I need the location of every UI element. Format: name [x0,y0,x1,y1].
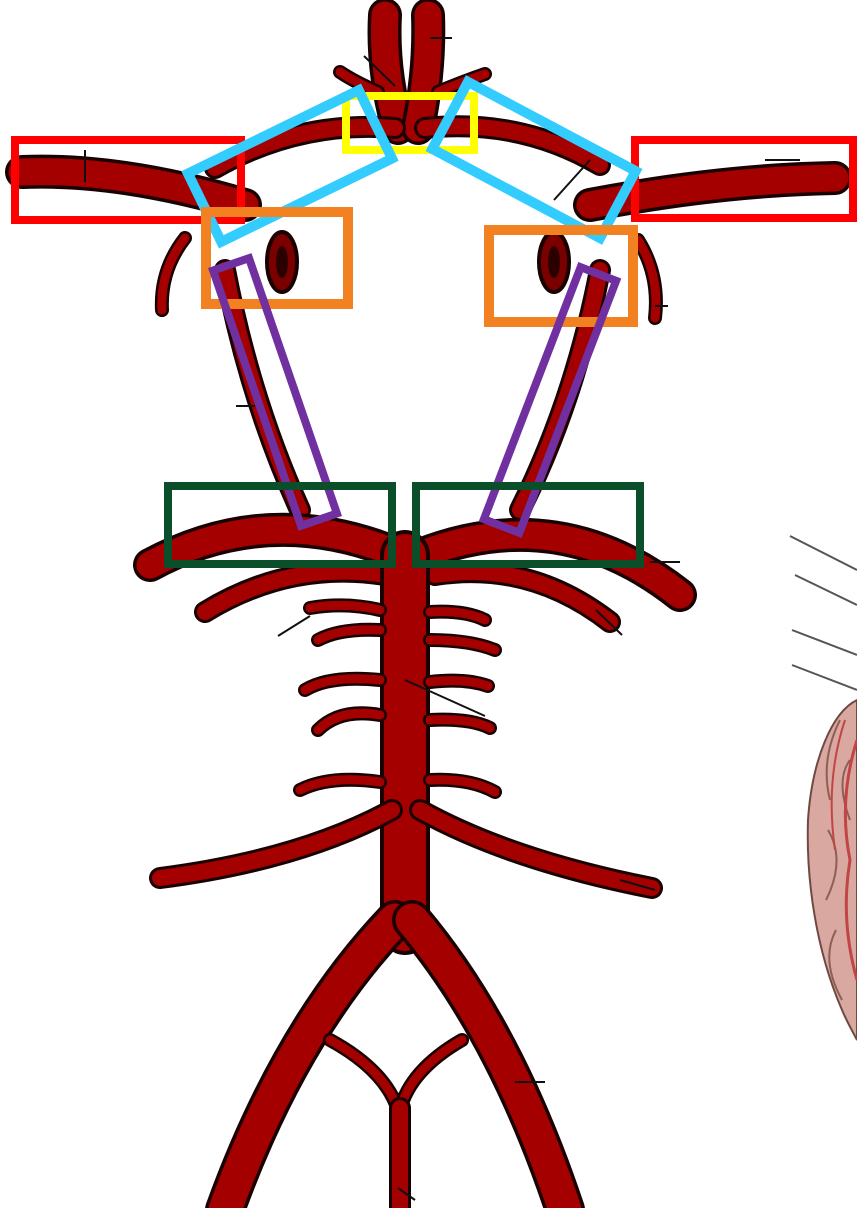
brain-photo-inset [790,536,857,1040]
pontine-branch-right-3-fill [430,681,488,686]
anterior-cerebral-artery-right-fill [418,15,428,128]
posterior-cerebral-artery-left-fill [150,530,400,565]
leader-line [278,616,310,636]
pontine-branch-left-1-fill [310,605,380,610]
highlight-boxes [15,82,853,564]
anterior-cerebral-artery-left-fill [385,15,398,128]
inset-leader-line [790,536,857,570]
inset-leader-line [795,575,857,605]
inset-leader-line [792,630,857,655]
vessel-tree [22,15,835,1208]
internal-carotid-right-core [548,246,560,278]
internal-carotid-left-core [276,246,288,278]
inset-leader-line [792,665,857,690]
label-leader-lines [85,38,800,1200]
